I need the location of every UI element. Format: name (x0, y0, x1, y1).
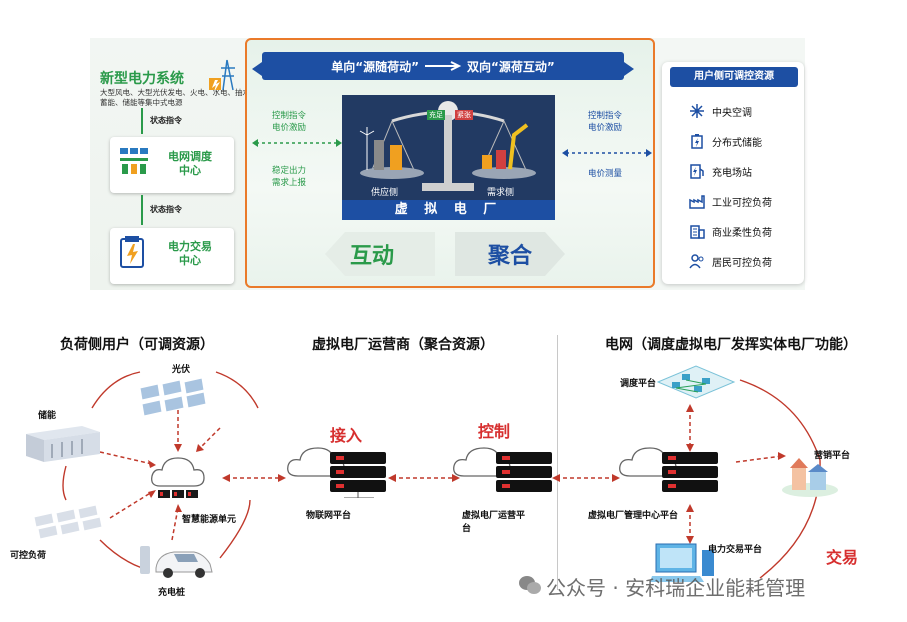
mode-banner: 单向“源随荷动” 双向“源荷互动” (262, 52, 624, 80)
status-cmd-label-1: 状态指令 (150, 116, 182, 125)
demand-side-label: 需求侧 (487, 188, 515, 198)
charging-station-icon (688, 163, 706, 179)
marketing-town-icon (782, 458, 838, 497)
user-resources-panel (662, 62, 804, 284)
power-system-title: 新型电力系统 (100, 71, 184, 87)
control-word: 控制 (478, 422, 511, 441)
iot-platform-label: 物联网平台 (306, 511, 352, 521)
supply-side-label: 供应侧 (371, 188, 399, 198)
trading-center-label: 电力交易 中心 (168, 240, 212, 267)
aggregate-word: 聚合 (488, 243, 533, 269)
interact-aggregate-arrows (325, 232, 565, 276)
controllable-load-icon (33, 505, 103, 540)
user-resources-title: 用户侧可调控资源 (670, 67, 798, 87)
section-title-grid: 电网（调度虚拟电厂发挥实体电厂功能） (605, 337, 857, 353)
vpp-label: 虚 拟 电 厂 (342, 200, 555, 220)
resource-item-label: 中央空调 (712, 107, 752, 119)
section-title-vpp-operator: 虚拟电厂运营商（聚合资源） (312, 337, 494, 353)
pv-label: 光伏 (172, 365, 191, 375)
charging-pile-label: 充电桩 (158, 588, 186, 598)
electric-car-icon (140, 546, 213, 578)
scale-right-tag: 紧张 (455, 110, 473, 120)
battery-storage-icon (688, 133, 706, 149)
dispatch-network-icon (656, 365, 736, 399)
interact-word: 互动 (350, 243, 395, 269)
resource-item: 中央空调 (688, 101, 798, 121)
residents-icon (688, 253, 706, 269)
status-arrow-1 (141, 108, 143, 134)
resource-item-label: 居民可控负荷 (712, 257, 772, 269)
left-flow-dashed-arrow (252, 139, 342, 147)
storage-label: 储能 (38, 411, 57, 421)
resource-item-label: 商业柔性负荷 (712, 227, 772, 239)
arrow-right-icon (425, 61, 462, 71)
right-flow-bottom-text: 电价测量 (588, 169, 623, 179)
solar-panel-icon (139, 378, 207, 417)
vpp-operator-server-icon (453, 447, 552, 492)
marketing-platform-label: 营销平台 (814, 451, 851, 461)
cloud-server-icon (151, 457, 205, 498)
left-flow-bottom-text: 稳定出力 需求上报 (272, 166, 307, 188)
trading-monitor-icon (650, 543, 714, 582)
right-flow-dashed-arrow (562, 149, 652, 157)
snowflake-icon (688, 103, 706, 119)
dispatch-center-icon (120, 148, 148, 174)
power-system-desc: 大型风电、大型光伏发电、火电、水电、抽水蓄能、储能等集中式电源 (100, 88, 250, 107)
smart-unit-label: 智慧能源单元 (182, 515, 237, 525)
power-tower-icon (209, 59, 235, 92)
section-title-load-users: 负荷侧用户（可调资源） (60, 337, 214, 353)
watermark-text: 公众号 · 安科瑞企业能耗管理 (546, 576, 806, 600)
dispatch-platform-label: 调度平台 (620, 379, 657, 389)
iot-server-icon (287, 447, 386, 498)
status-arrow-2 (141, 195, 143, 225)
left-flow-top-text: 控制指令 电价激励 (272, 111, 307, 133)
trade-word: 交易 (826, 548, 859, 567)
banner-right-text: 双向“源荷互动” (467, 59, 555, 74)
dispatch-center-label: 电网调度 中心 (168, 150, 212, 177)
trading-center-icon (120, 236, 144, 268)
scale-left-tag: 充足 (427, 110, 445, 120)
storage-cabinet-icon (26, 426, 100, 462)
wechat-icon (519, 576, 541, 594)
resource-item: 分布式储能 (688, 131, 798, 151)
resource-item-label: 充电场站 (712, 167, 752, 179)
vpp-management-platform-label: 虚拟电厂管理中心平台 (588, 511, 679, 521)
office-building-icon (688, 223, 706, 239)
access-word: 接入 (330, 426, 363, 445)
trading-platform-label: 电力交易平台 (708, 545, 763, 555)
resource-item-label: 工业可控负荷 (712, 197, 772, 209)
vpp-management-server-icon (619, 447, 718, 492)
vpp-operator-platform-label: 虚拟电厂运营平 台 (462, 511, 526, 534)
resource-item: 商业柔性负荷 (688, 221, 798, 241)
banner-right-arrow-icon (624, 62, 634, 76)
factory-icon (688, 193, 706, 209)
resource-item: 工业可控负荷 (688, 191, 798, 211)
resource-item-label: 分布式储能 (712, 137, 762, 149)
status-cmd-label-2: 状态指令 (150, 205, 182, 214)
resource-item: 居民可控负荷 (688, 251, 798, 271)
banner-left-arrow-icon (252, 62, 262, 76)
resource-item: 充电场站 (688, 161, 798, 181)
section-divider (557, 335, 558, 590)
banner-left-text: 单向“源随荷动” (331, 59, 419, 74)
dispatch-center-box (110, 137, 234, 193)
controllable-load-label: 可控负荷 (10, 551, 47, 561)
right-flow-top-text: 控制指令 电价激励 (588, 111, 623, 133)
